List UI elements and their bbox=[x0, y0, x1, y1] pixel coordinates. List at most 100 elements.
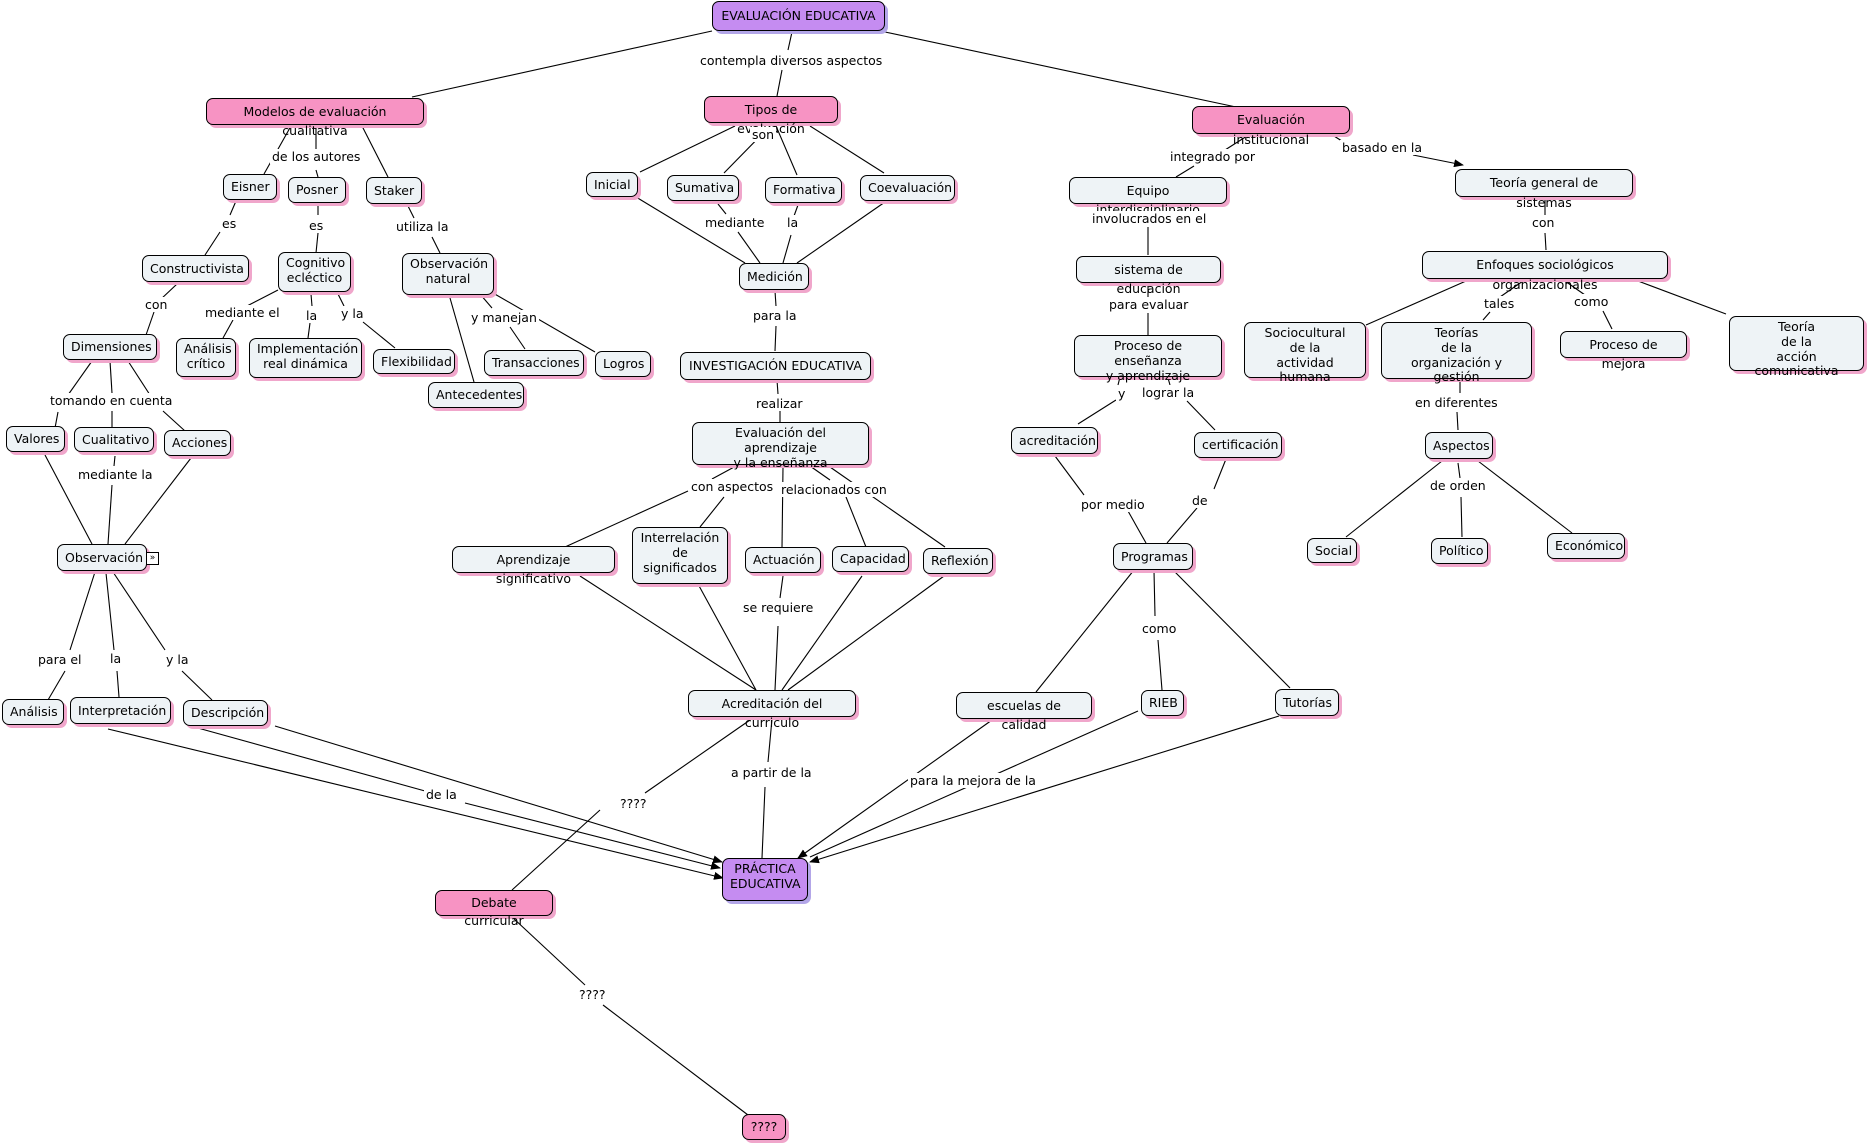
link-con-dimensiones: con bbox=[143, 297, 170, 312]
node-acreditacion-curriculo[interactable]: Acreditación del curriculo bbox=[688, 690, 856, 730]
node-flexibilidad[interactable]: Flexibilidad bbox=[373, 349, 455, 374]
node-rieb[interactable]: RIEB bbox=[1141, 690, 1184, 716]
link-y-acreditacion: y bbox=[1116, 386, 1128, 401]
link-de-los-autores: de los autores bbox=[270, 149, 363, 164]
node-economico[interactable]: Económico bbox=[1547, 533, 1625, 559]
node-analisis[interactable]: Análisis bbox=[2, 699, 64, 725]
node-question-marks[interactable]: ???? bbox=[742, 1114, 786, 1140]
node-tutorias[interactable]: Tutorías bbox=[1275, 689, 1339, 716]
node-equipo-interdisciplinario[interactable]: Equipo interdisciplinario bbox=[1069, 177, 1227, 217]
node-sociocultural[interactable]: Sociocultural de la actividad humana bbox=[1244, 322, 1366, 384]
link-la-formativa: la bbox=[785, 215, 801, 230]
link-la-interpretacion: la bbox=[108, 651, 124, 666]
link-realizar: realizar bbox=[754, 396, 805, 411]
node-staker[interactable]: Staker bbox=[366, 177, 422, 204]
node-aspectos[interactable]: Aspectos bbox=[1425, 432, 1493, 459]
node-modelos-cualitativa[interactable]: Modelos de evaluación cualitativa bbox=[206, 98, 424, 138]
node-observacion-natural[interactable]: Observación natural bbox=[402, 253, 494, 295]
node-practica-educativa[interactable]: PRÁCTICA EDUCATIVA bbox=[722, 858, 808, 901]
node-reflexion[interactable]: Reflexión bbox=[923, 548, 993, 574]
node-constructivista[interactable]: Constructivista bbox=[142, 255, 249, 282]
link-mediante-la: mediante la bbox=[76, 467, 155, 482]
link-es-eisner: es bbox=[220, 216, 239, 231]
node-sumativa[interactable]: Sumativa bbox=[667, 175, 739, 201]
node-eisner[interactable]: Eisner bbox=[223, 174, 277, 200]
link-se-requiere: se requiere bbox=[741, 600, 816, 615]
link-son: son bbox=[750, 127, 777, 142]
node-proceso-mejora[interactable]: Proceso de mejora bbox=[1560, 331, 1687, 371]
node-teorias-organizacion[interactable]: Teorías de la organización y gestión bbox=[1381, 322, 1532, 384]
node-programas[interactable]: Programas bbox=[1113, 543, 1193, 570]
node-aprendizaje-significativo[interactable]: Aprendizaje significativo bbox=[452, 546, 615, 586]
link-como-rieb: como bbox=[1140, 621, 1179, 636]
link-y-la-descripcion: y la bbox=[164, 652, 191, 667]
node-evaluacion-aprendizaje[interactable]: Evaluación del aprendizaje y la enseñanz… bbox=[692, 422, 869, 469]
node-formativa[interactable]: Formativa bbox=[765, 177, 842, 203]
link-mediante-tipos: mediante bbox=[703, 215, 767, 230]
node-evaluacion-institucional[interactable]: Evaluación institucional bbox=[1192, 106, 1350, 147]
node-acreditacion[interactable]: acreditación bbox=[1011, 427, 1098, 454]
link-involucrados-en-el: involucrados en el bbox=[1090, 211, 1209, 226]
link-basado-en-la: basado en la bbox=[1340, 140, 1425, 155]
node-cognitivo[interactable]: Cognitivo ecléctico bbox=[278, 252, 351, 292]
link-mediante-el: mediante el bbox=[203, 305, 282, 320]
link-y-manejan: y manejan bbox=[469, 310, 539, 325]
link-para-la: para la bbox=[751, 308, 799, 323]
link-tales: tales bbox=[1482, 296, 1517, 311]
link-por-medio: por medio bbox=[1079, 497, 1147, 512]
link-como-mejora: como bbox=[1572, 294, 1611, 309]
link-para-el: para el bbox=[36, 652, 84, 667]
link-de-la: de la bbox=[424, 787, 459, 802]
link-relacionados-con: relacionados con bbox=[779, 482, 889, 497]
link-tomando-en-cuenta: tomando en cuenta bbox=[48, 393, 175, 408]
node-interrelacion[interactable]: Interrelación de significados bbox=[632, 527, 728, 584]
link-y-la-flexibilidad: y la bbox=[339, 306, 366, 321]
node-posner[interactable]: Posner bbox=[288, 177, 346, 203]
link-para-evaluar: para evaluar bbox=[1107, 297, 1191, 312]
node-cualitativo[interactable]: Cualitativo bbox=[74, 427, 154, 452]
node-observacion[interactable]: Observación bbox=[57, 544, 147, 571]
node-enfoques-sociologicos[interactable]: Enfoques sociológicos organizacionales bbox=[1422, 251, 1668, 292]
node-interpretacion[interactable]: Interpretación bbox=[70, 697, 171, 724]
node-descripcion[interactable]: Descripción bbox=[183, 700, 268, 726]
node-certificacion[interactable]: certificación bbox=[1194, 432, 1282, 458]
node-debate-curricular[interactable]: Debate curricular bbox=[435, 890, 553, 928]
node-proceso-ensenanza[interactable]: Proceso de enseñanza y aprendizaje bbox=[1074, 335, 1222, 382]
node-coevaluacion[interactable]: Coevaluación bbox=[860, 175, 955, 201]
node-acciones[interactable]: Acciones bbox=[164, 430, 231, 456]
node-medicion[interactable]: Medición bbox=[739, 263, 809, 290]
node-actuacion[interactable]: Actuación bbox=[745, 547, 821, 573]
node-implementacion[interactable]: Implementación real dinámica bbox=[249, 338, 362, 378]
link-con-enfoques: con bbox=[1530, 215, 1557, 230]
link-de-certificacion: de bbox=[1190, 493, 1210, 508]
node-sistema-educacion[interactable]: sistema de educación bbox=[1076, 256, 1221, 296]
node-escuelas-calidad[interactable]: escuelas de calidad bbox=[956, 692, 1092, 732]
node-capacidad[interactable]: Capacidad bbox=[832, 546, 909, 572]
node-tipos-evaluacion[interactable]: Tipos de evaluación bbox=[704, 96, 838, 136]
link-a-partir-de-la: a partir de la bbox=[729, 765, 814, 780]
link-utiliza-la: utiliza la bbox=[394, 219, 451, 234]
node-antecedentes[interactable]: Antecedentes bbox=[428, 382, 524, 408]
node-dimensiones[interactable]: Dimensiones bbox=[63, 334, 157, 360]
node-logros[interactable]: Logros bbox=[595, 351, 651, 377]
node-evaluacion-educativa[interactable]: EVALUACIÓN EDUCATIVA bbox=[712, 1, 885, 31]
node-teoria-accion[interactable]: Teoría de la acción comunicativa bbox=[1729, 316, 1864, 378]
link-con-aspectos: con aspectos bbox=[689, 479, 776, 494]
link-integrado-por: integrado por bbox=[1168, 149, 1257, 164]
link-es-posner: es bbox=[307, 218, 326, 233]
node-investigacion-educativa[interactable]: INVESTIGACIÓN EDUCATIVA bbox=[680, 352, 871, 380]
expand-icon[interactable]: » bbox=[146, 552, 159, 565]
node-transacciones[interactable]: Transacciones bbox=[484, 350, 584, 376]
link-lograr-la: lograr la bbox=[1140, 385, 1197, 400]
node-politico[interactable]: Político bbox=[1431, 538, 1488, 564]
node-inicial[interactable]: Inicial bbox=[586, 172, 638, 197]
link-en-diferentes: en diferentes bbox=[1413, 395, 1500, 410]
node-analisis-critico[interactable]: Análisis crítico bbox=[176, 338, 236, 377]
node-social[interactable]: Social bbox=[1307, 538, 1357, 563]
link-question-1: ???? bbox=[618, 796, 649, 811]
node-valores[interactable]: Valores bbox=[6, 426, 65, 452]
link-de-orden: de orden bbox=[1428, 478, 1488, 493]
link-contempla: contempla diversos aspectos bbox=[698, 53, 885, 68]
node-teoria-sistemas[interactable]: Teoría general de sistemas bbox=[1455, 169, 1633, 210]
link-question-2: ???? bbox=[577, 987, 608, 1002]
